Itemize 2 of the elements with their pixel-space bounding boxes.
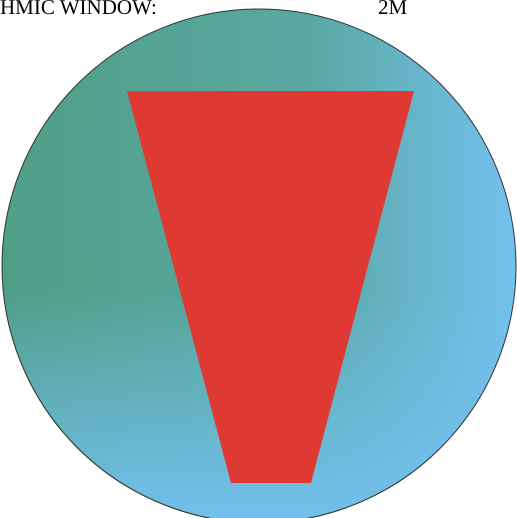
window-label: 2M: [378, 0, 408, 18]
window-label: HMIC WINDOW:: [0, 0, 157, 18]
